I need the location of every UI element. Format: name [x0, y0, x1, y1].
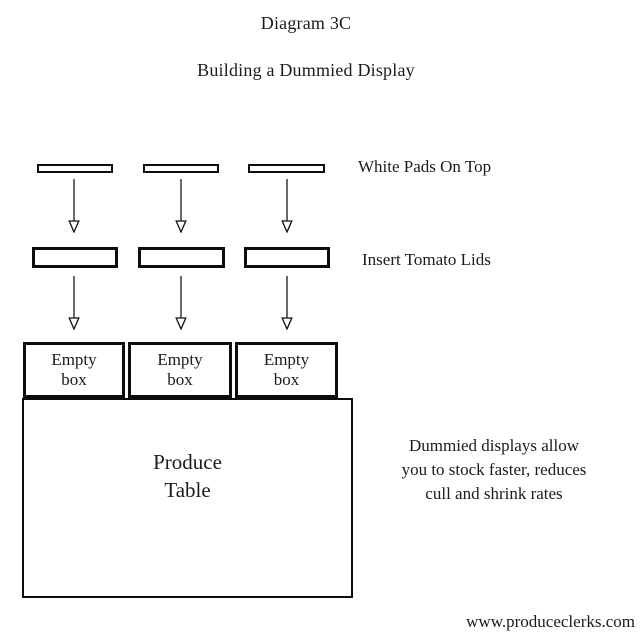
down-arrow-icon — [175, 276, 187, 330]
empty-box-label-line2: box — [61, 370, 87, 389]
produce-table: Produce Table — [22, 398, 353, 598]
white-pad-1 — [37, 164, 113, 173]
empty-box-label-line1: Empty — [157, 350, 203, 369]
white-pads-label: White Pads On Top — [358, 157, 492, 176]
note-line3: cull and shrink rates — [425, 484, 563, 503]
tomato-lid-3 — [244, 247, 330, 268]
down-arrow-icon — [281, 179, 293, 233]
empty-box-1: Empty box — [23, 342, 125, 398]
website-url: www.produceclerks.com — [466, 612, 635, 631]
produce-table-label-line1: Produce — [153, 450, 222, 474]
empty-box-label-line1: Empty — [263, 350, 310, 369]
empty-box-label-line2: box — [167, 370, 193, 389]
produce-table-label-line2: Table — [164, 478, 211, 502]
down-arrow-icon — [281, 276, 293, 330]
white-pad-3 — [248, 164, 325, 173]
tomato-lid-1 — [32, 247, 118, 268]
empty-box-2: Empty box — [128, 342, 232, 398]
dummied-display-note: Dummied displays allow you to stock fast… — [370, 434, 618, 506]
tomato-lids-label: Insert Tomato Lids — [362, 250, 491, 269]
down-arrow-icon — [68, 276, 80, 330]
note-line2: you to stock faster, reduces — [401, 460, 587, 479]
tomato-lid-2 — [138, 247, 225, 268]
diagram-subtitle: Building a Dummied Display — [197, 60, 415, 80]
down-arrow-icon — [175, 179, 187, 233]
empty-box-label-line2: box — [273, 370, 300, 389]
white-pad-2 — [143, 164, 219, 173]
empty-box-label-line1: Empty — [51, 350, 97, 369]
empty-box-3: Empty box — [235, 342, 338, 398]
note-line1: Dummied displays allow — [409, 436, 579, 455]
down-arrow-icon — [68, 179, 80, 233]
diagram-title: Diagram 3C — [260, 13, 352, 33]
